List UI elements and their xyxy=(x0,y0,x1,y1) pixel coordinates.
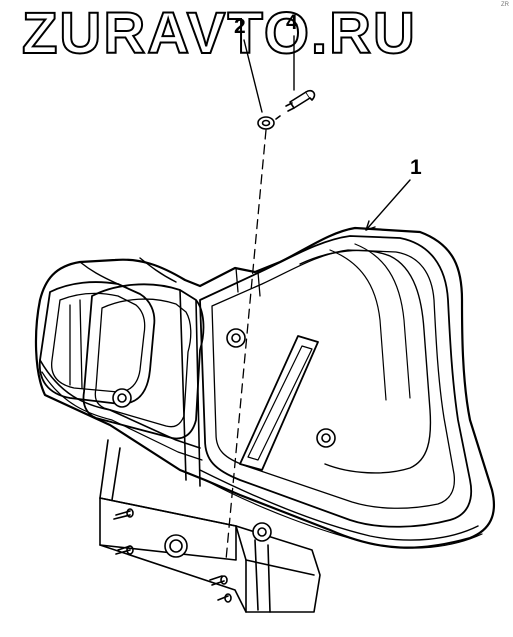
bolt-part xyxy=(275,89,316,120)
bracket-studs xyxy=(113,508,232,603)
corner-mark: ZR xyxy=(501,2,509,8)
assembly-line xyxy=(225,129,267,561)
watermark-text: ZURAVTO.RU xyxy=(21,1,417,67)
washer-part xyxy=(257,116,275,130)
callout-1: 1 xyxy=(410,156,422,179)
muffler xyxy=(34,226,496,549)
leader-lines xyxy=(243,35,411,231)
bracket-hole xyxy=(164,534,188,558)
callout-2: 2 xyxy=(234,15,246,38)
mounting-bosses xyxy=(112,328,336,542)
callout-4: 4 xyxy=(286,11,298,34)
